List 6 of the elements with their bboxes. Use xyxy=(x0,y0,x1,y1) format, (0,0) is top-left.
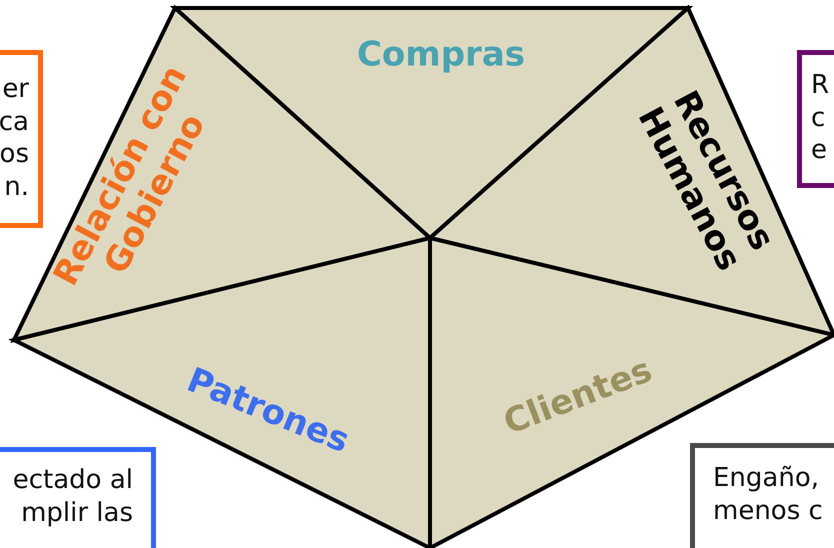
box-text: er ca os n. xyxy=(0,73,29,203)
box-text: ectado al mplir las xyxy=(12,464,133,529)
box-text: Engaño, menos c xyxy=(713,462,824,527)
text-box xyxy=(0,50,43,228)
segment-label: Compras xyxy=(356,35,526,75)
box-text: R c e xyxy=(811,69,830,166)
